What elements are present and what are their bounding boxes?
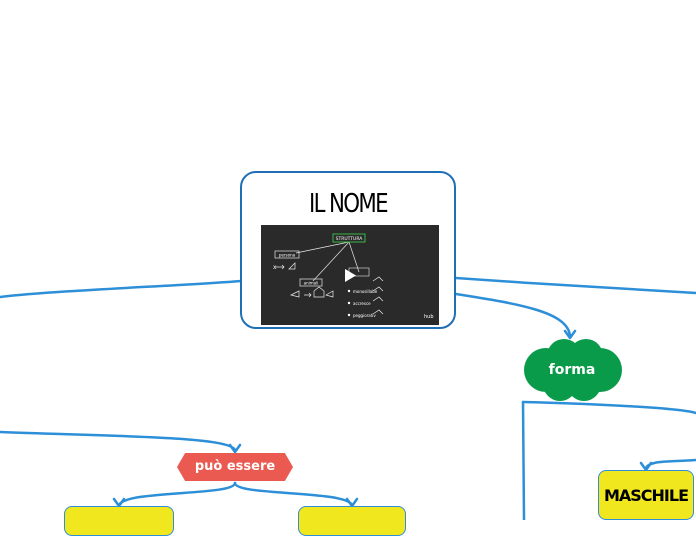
video-list-item-1: monosillabe xyxy=(353,289,378,294)
link-puo-essere-right-child xyxy=(233,481,354,507)
arrow-right-child xyxy=(345,497,359,508)
link-central-left xyxy=(0,279,243,299)
arrow-puo-essere xyxy=(228,443,242,454)
video-list-item-2: accresce xyxy=(353,301,371,306)
link-left-puo-essere xyxy=(0,430,237,452)
central-topic-node[interactable]: IL NOME STRUTTURA xyxy=(240,171,456,329)
puo-essere-node[interactable]: può essere xyxy=(177,453,293,481)
link-central-right xyxy=(454,276,696,295)
link-forma-branch xyxy=(521,400,696,415)
maschile-node[interactable]: MASCHILE xyxy=(598,470,694,520)
video-brand: hub xyxy=(424,314,434,320)
link-maschile xyxy=(644,458,696,470)
central-topic-title: IL NOME xyxy=(308,189,389,219)
play-icon xyxy=(345,269,356,282)
video-box-animali: animali xyxy=(304,281,319,286)
arrow-left-child xyxy=(112,497,126,508)
child-node-right[interactable] xyxy=(298,506,406,536)
link-central-forma xyxy=(454,292,572,338)
link-puo-essere-left-child xyxy=(117,481,237,507)
forma-cloud-shape xyxy=(524,339,622,401)
child-node-left[interactable] xyxy=(64,506,174,536)
video-chalkboard: STRUTTURA persona animali x monosillabe … xyxy=(261,225,439,325)
video-box-persona: persona xyxy=(279,253,296,258)
video-text-x: x xyxy=(273,264,277,271)
link-forma-vertical xyxy=(521,400,526,520)
arrow-forma xyxy=(563,329,577,340)
video-list-item-3: peggiorativ xyxy=(353,313,376,318)
video-thumbnail[interactable]: STRUTTURA persona animali x monosillabe … xyxy=(261,225,439,325)
video-box-struttura: STRUTTURA xyxy=(336,236,364,242)
forma-node[interactable]: forma xyxy=(548,362,596,378)
